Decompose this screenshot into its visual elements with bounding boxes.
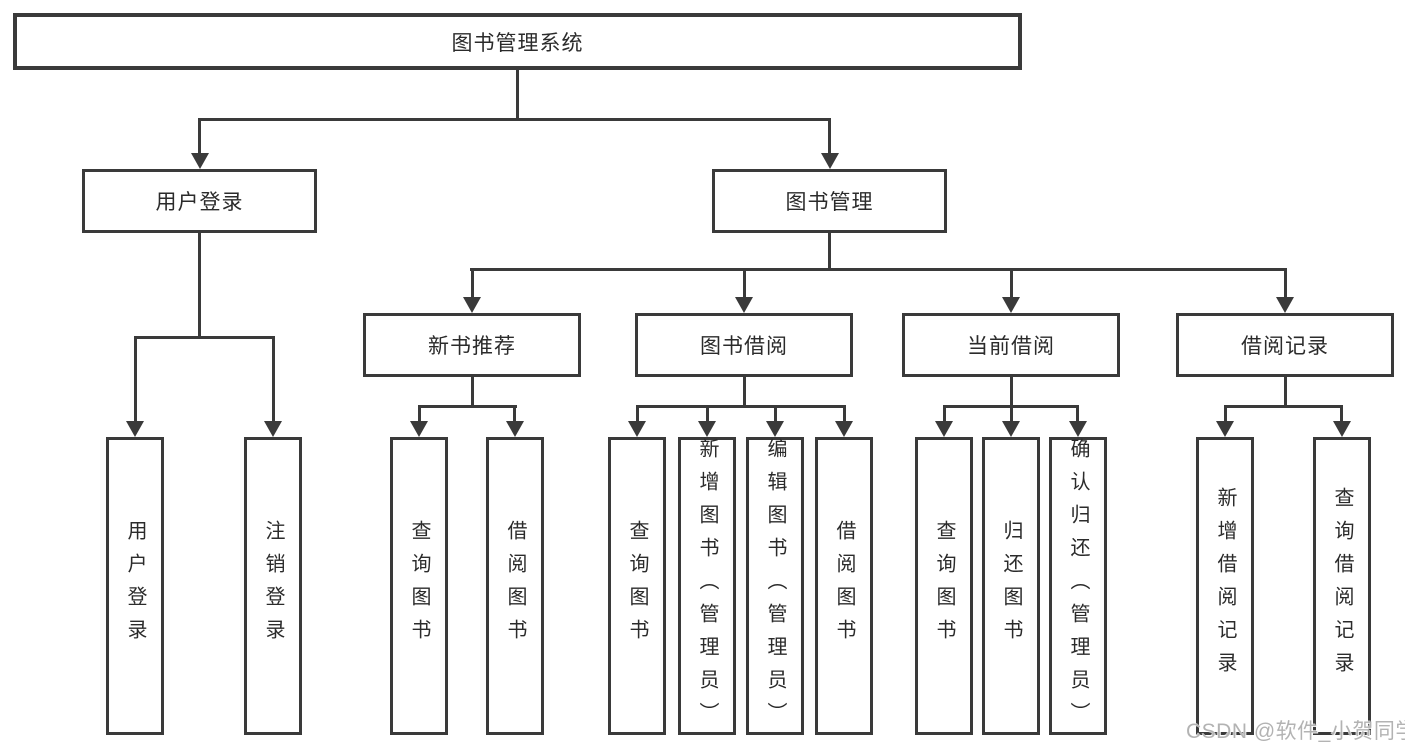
node-root-library-management-system: 图书管理系统 — [13, 13, 1022, 70]
connector-line — [636, 405, 639, 423]
node-label: 编辑图书（管理员） — [764, 437, 786, 735]
arrowhead-down-icon — [1002, 297, 1020, 313]
connector-line — [774, 405, 777, 423]
leaf-user-login: 用户登录 — [106, 437, 164, 735]
leaf-borrow-books-1: 借阅图书 — [486, 437, 544, 735]
leaf-return-books: 归还图书 — [982, 437, 1040, 735]
node-label: 新书推荐 — [428, 335, 516, 358]
connector-line — [1010, 405, 1013, 423]
connector-line — [1010, 377, 1013, 408]
connector-line — [743, 268, 746, 299]
node-label: 注销登录 — [262, 520, 284, 652]
arrowhead-down-icon — [463, 297, 481, 313]
connector-line — [471, 268, 474, 299]
node-label: 用户登录 — [155, 191, 244, 214]
node-label: 借阅图书 — [504, 520, 526, 652]
connector-line — [1224, 405, 1227, 423]
connector-line — [636, 405, 845, 408]
arrowhead-down-icon — [766, 421, 784, 437]
arrowhead-down-icon — [1216, 421, 1234, 437]
connector-line — [272, 336, 275, 423]
node-label: 图书借阅 — [700, 335, 788, 358]
connector-line — [134, 336, 137, 423]
node-new-book-recommendation: 新书推荐 — [363, 313, 581, 377]
node-label: 归还图书 — [1000, 520, 1022, 652]
leaf-query-books-1: 查询图书 — [390, 437, 448, 735]
connector-line — [1284, 377, 1287, 408]
leaf-edit-books-admin: 编辑图书（管理员） — [746, 437, 804, 735]
arrowhead-down-icon — [264, 421, 282, 437]
arrowhead-down-icon — [821, 153, 839, 169]
connector-line — [418, 405, 517, 408]
node-label: 借阅记录 — [1241, 335, 1329, 358]
leaf-add-books-admin: 新增图书（管理员） — [678, 437, 736, 735]
connector-line — [516, 70, 519, 121]
node-label: 用户登录 — [124, 520, 146, 652]
connector-line — [828, 118, 831, 155]
arrowhead-down-icon — [835, 421, 853, 437]
arrowhead-down-icon — [628, 421, 646, 437]
csdn-watermark: CSDN @软件_小贺同学 — [1186, 720, 1405, 743]
connector-line — [1284, 268, 1287, 299]
connector-line — [828, 233, 831, 271]
node-label: 查询图书 — [933, 520, 955, 652]
leaf-borrow-books-2: 借阅图书 — [815, 437, 873, 735]
arrowhead-down-icon — [1276, 297, 1294, 313]
connector-line — [1076, 405, 1079, 423]
node-user-login: 用户登录 — [82, 169, 317, 233]
connector-line — [743, 377, 746, 408]
connector-line — [198, 118, 831, 121]
node-label: 图书管理系统 — [451, 31, 584, 55]
node-label: 确认归还（管理员） — [1067, 437, 1089, 735]
arrowhead-down-icon — [191, 153, 209, 169]
connector-line — [198, 233, 201, 339]
connector-line — [134, 336, 275, 339]
arrowhead-down-icon — [735, 297, 753, 313]
node-book-borrowing: 图书借阅 — [635, 313, 853, 377]
connector-line — [943, 405, 946, 423]
arrowhead-down-icon — [1002, 421, 1020, 437]
arrowhead-down-icon — [935, 421, 953, 437]
leaf-query-books-2: 查询图书 — [608, 437, 666, 735]
node-book-management: 图书管理 — [712, 169, 947, 233]
node-label: 当前借阅 — [967, 335, 1055, 358]
connector-line — [1224, 405, 1343, 408]
leaf-logout: 注销登录 — [244, 437, 302, 735]
node-label: 图书管理 — [785, 191, 874, 214]
node-label: 借阅图书 — [833, 520, 855, 652]
node-label: 查询图书 — [408, 520, 430, 652]
connector-line — [470, 268, 1286, 271]
connector-line — [706, 405, 709, 423]
leaf-query-borrow-record: 查询借阅记录 — [1313, 437, 1371, 735]
node-label: 新增图书（管理员） — [696, 437, 718, 735]
leaf-query-books-3: 查询图书 — [915, 437, 973, 735]
connector-line — [471, 377, 474, 408]
node-label: 查询借阅记录 — [1331, 487, 1353, 685]
leaf-add-borrow-record: 新增借阅记录 — [1196, 437, 1254, 735]
node-label: 查询图书 — [626, 520, 648, 652]
arrowhead-down-icon — [126, 421, 144, 437]
arrowhead-down-icon — [506, 421, 524, 437]
node-borrowing-records: 借阅记录 — [1176, 313, 1394, 377]
node-label: 新增借阅记录 — [1214, 487, 1236, 685]
connector-line — [198, 118, 201, 155]
connector-line — [513, 405, 516, 423]
arrowhead-down-icon — [410, 421, 428, 437]
connector-line — [418, 405, 421, 423]
connector-line — [1010, 268, 1013, 299]
arrowhead-down-icon — [1069, 421, 1087, 437]
arrowhead-down-icon — [1333, 421, 1351, 437]
arrowhead-down-icon — [698, 421, 716, 437]
connector-line — [1340, 405, 1343, 423]
leaf-confirm-return-admin: 确认归还（管理员） — [1049, 437, 1107, 735]
connector-line — [843, 405, 846, 423]
node-current-borrowing: 当前借阅 — [902, 313, 1120, 377]
